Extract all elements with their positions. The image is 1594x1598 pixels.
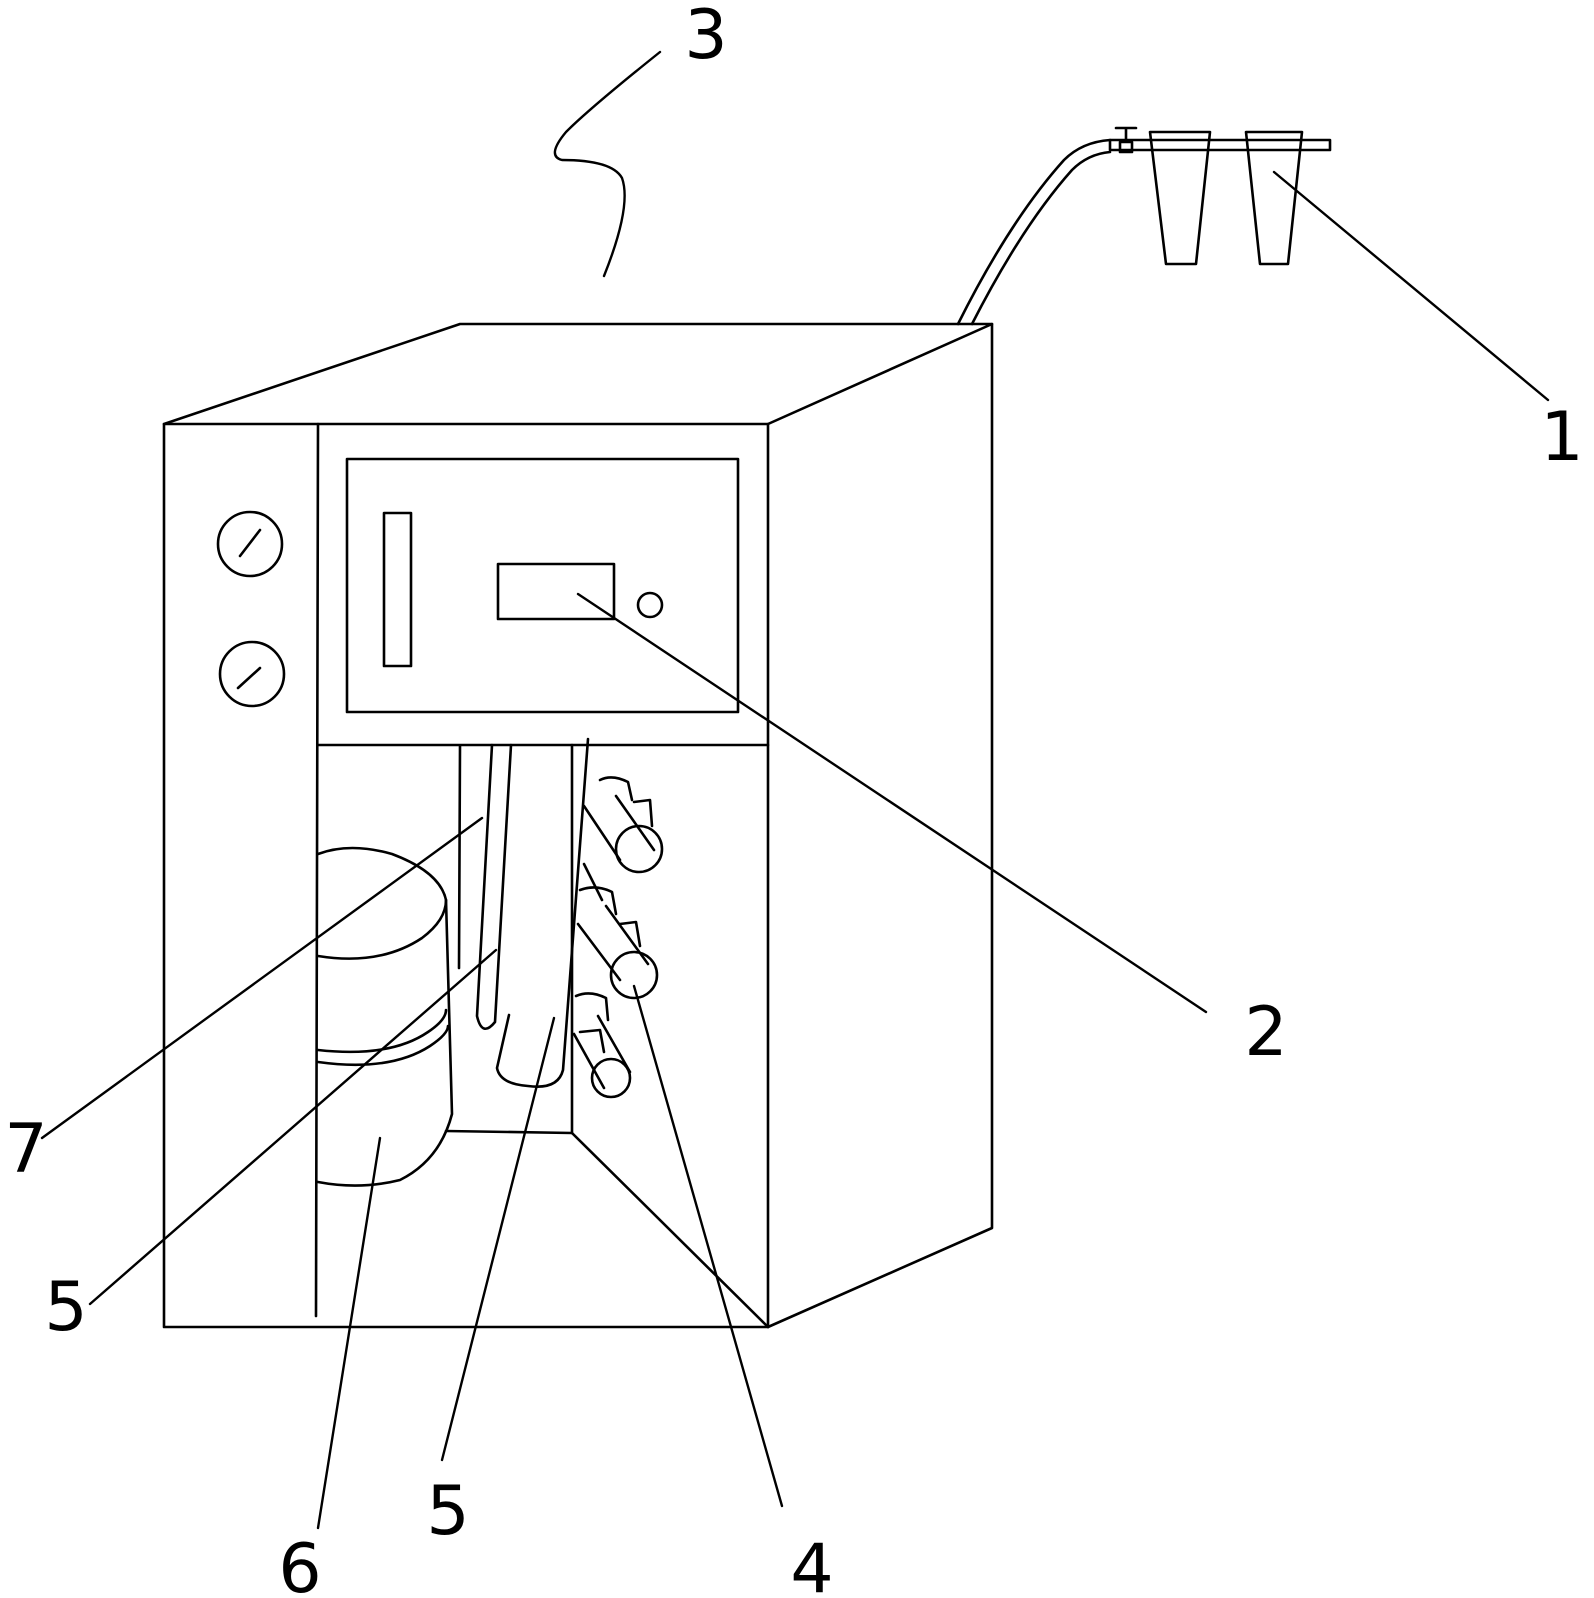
leader-5b (440, 1016, 556, 1462)
dispensing-cup-left (1148, 130, 1212, 266)
pressure-gauges (216, 510, 286, 708)
external-outlet (956, 126, 1332, 326)
leader-2 (576, 592, 1208, 1014)
label-4: 4 (790, 1530, 833, 1598)
compressor (316, 846, 454, 1187)
cartridge-end-cap (590, 1057, 632, 1099)
label-5b: 5 (426, 1472, 469, 1551)
cartridge-fitting (578, 886, 642, 948)
filter-cartridge-bottom (572, 992, 632, 1099)
cartridge-fitting (574, 992, 610, 1054)
compressor-top-cap (316, 898, 448, 960)
label-7: 7 (4, 1110, 47, 1189)
label-2: 2 (1244, 993, 1287, 1072)
reference-numerals: 1 2 3 4 5 5 6 7 (4, 0, 1583, 1598)
pipes (457, 737, 590, 1088)
cartridge-end-cap (609, 950, 659, 1000)
cartridge-end-cap (614, 824, 664, 874)
front-divider-vertical (314, 422, 320, 1318)
pipe-large-column (495, 737, 590, 1088)
cavity-floor-diagonal (570, 1131, 770, 1329)
leader-4 (632, 984, 784, 1508)
control-panel-frame (345, 457, 740, 714)
leader-6 (316, 1136, 382, 1530)
cavity-floor-edge (444, 1129, 574, 1135)
cartridge-fitting (598, 776, 654, 828)
display-window (496, 562, 616, 621)
leader-3 (553, 50, 662, 278)
indicator-lamp (636, 591, 664, 619)
filter-cartridge-top (582, 776, 664, 874)
leader-lines (40, 50, 1550, 1530)
filter-cartridges (572, 776, 664, 1099)
compressor-band-upper (316, 1008, 448, 1054)
control-panel (345, 457, 740, 714)
label-5a: 5 (44, 1268, 87, 1347)
pipe-left-outer (457, 744, 462, 970)
gauge-lower (218, 640, 286, 708)
compressor-band-lower (316, 1024, 450, 1067)
cartridge-body (572, 1014, 632, 1090)
label-3: 3 (684, 0, 727, 75)
leader-1 (1272, 170, 1550, 402)
dispensing-cup-right (1244, 130, 1304, 266)
outlet-rail (1108, 138, 1332, 152)
leader-5a (88, 948, 498, 1306)
outlet-valve (1114, 126, 1138, 154)
compressor-outline (316, 846, 454, 1187)
cartridge-inlet-line (582, 862, 604, 902)
level-indicator-bar (382, 511, 413, 668)
filter-cartridge-middle (576, 862, 659, 1000)
gauge-upper-needle (238, 528, 262, 558)
cabinet-side-face (766, 322, 994, 1329)
cabinet-top-face (162, 322, 994, 426)
cabinet-front-face (162, 422, 770, 1329)
label-1: 1 (1540, 398, 1583, 477)
supply-hose (956, 138, 1112, 326)
cartridge-body (582, 794, 656, 862)
gauge-upper (216, 510, 284, 578)
gauge-lower-needle (236, 666, 262, 690)
label-6: 6 (278, 1530, 321, 1598)
inner-cavity (444, 743, 770, 1329)
pipe-u-tube (475, 743, 513, 1030)
leader-7 (40, 816, 484, 1140)
cabinet (162, 322, 994, 1329)
